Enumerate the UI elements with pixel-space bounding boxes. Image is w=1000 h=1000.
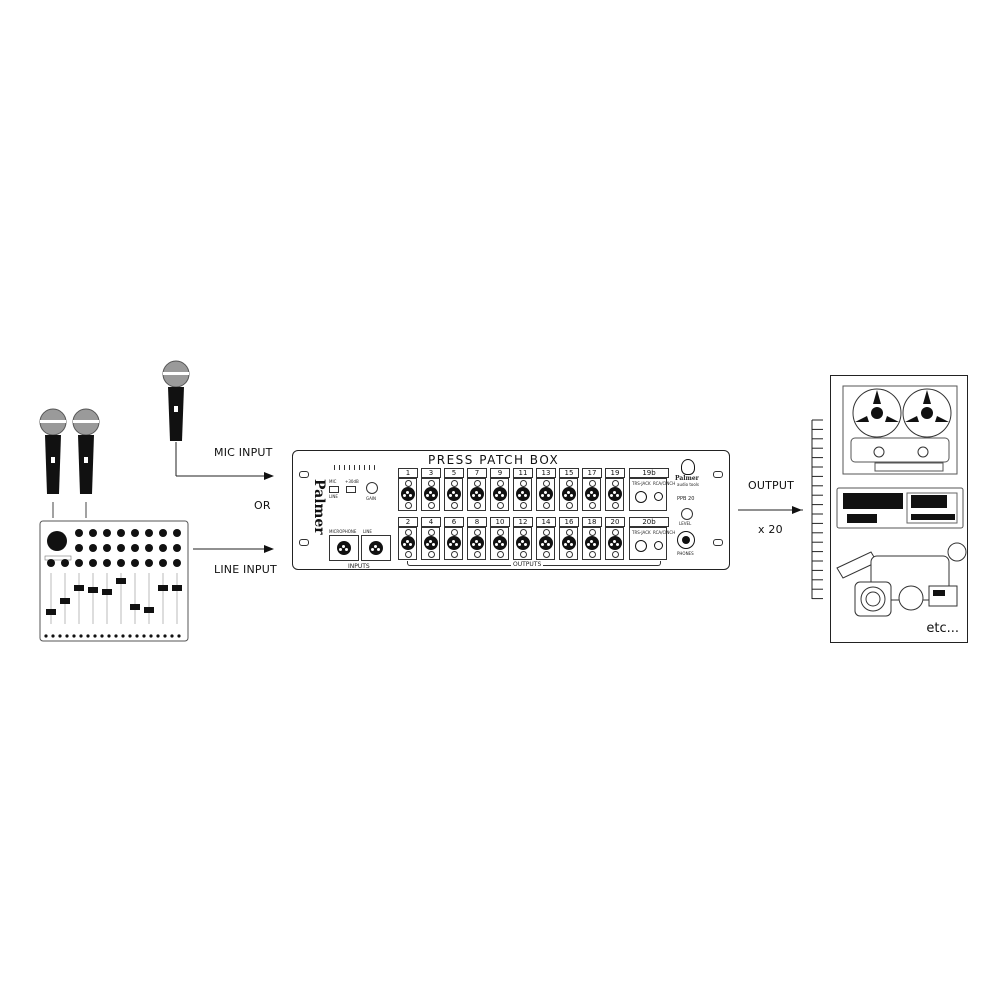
- line-input-connector-label: LINE: [363, 529, 372, 534]
- channel-label: 16: [559, 517, 579, 527]
- xlr-output[interactable]: [559, 527, 578, 560]
- aux-jack-panel: TRS-JACK RCA/CINCH: [629, 527, 675, 560]
- level-meter-leds: [331, 465, 376, 470]
- or-label: OR: [254, 499, 271, 512]
- pad-switch[interactable]: [346, 486, 356, 493]
- xlr-output[interactable]: [467, 527, 486, 560]
- output-label: OUTPUT: [748, 479, 795, 492]
- line-switch-label: LINE: [329, 494, 338, 499]
- etc-label: etc...: [926, 621, 959, 636]
- level-label: LEVEL: [679, 521, 692, 526]
- rca-label: RCA/CINCH: [653, 530, 676, 535]
- xlr-output[interactable]: [513, 478, 532, 511]
- rack-hole-icon: [299, 471, 309, 478]
- rca-jack[interactable]: [654, 492, 663, 501]
- xlr-output[interactable]: [605, 478, 624, 511]
- single-microphone-icon: [162, 360, 190, 476]
- model-label: PPB 20: [677, 496, 695, 502]
- xlr-output[interactable]: [605, 527, 624, 560]
- channel-label: 4: [421, 517, 441, 527]
- channel-label: 18: [582, 517, 602, 527]
- mic-input-label: MIC INPUT: [214, 446, 273, 459]
- trs-jack[interactable]: [635, 491, 647, 503]
- mixer-microphone-icon: [72, 408, 100, 518]
- output-bracket-icon: [811, 419, 823, 600]
- mixer-microphone-icon: [39, 408, 67, 518]
- channel-label: 6: [444, 517, 464, 527]
- channel-label: 1: [398, 468, 418, 478]
- channel-label: 5: [444, 468, 464, 478]
- xlr-output[interactable]: [582, 478, 601, 511]
- rack-hole-icon: [713, 471, 723, 478]
- xlr-output[interactable]: [490, 527, 509, 560]
- xlr-output[interactable]: [467, 478, 486, 511]
- destination-devices: [836, 385, 967, 617]
- channel-label: 19: [605, 468, 625, 478]
- output-multiplier-label: x 20: [758, 523, 783, 536]
- microphone-input-label: MICROPHONE: [329, 529, 357, 534]
- channel-label: 7: [467, 468, 487, 478]
- channel-label: 9: [490, 468, 510, 478]
- channel-label: 3: [421, 468, 441, 478]
- microphone-xlr-input[interactable]: [329, 535, 359, 561]
- brand-sub-label: audio tools: [677, 482, 700, 487]
- channel-label: 12: [513, 517, 533, 527]
- xlr-output[interactable]: [398, 478, 417, 511]
- trs-jack-label: TRS-JACK: [632, 530, 651, 535]
- line-xlr-input[interactable]: [361, 535, 391, 561]
- phones-label: PHONES: [677, 551, 694, 556]
- channel-label: 2: [398, 517, 418, 527]
- rack-recorder-icon: [836, 487, 964, 529]
- xlr-output[interactable]: [421, 478, 440, 511]
- channel-label: 10: [490, 517, 510, 527]
- pad-switch-label: +30dB: [345, 479, 359, 484]
- destinations-box: etc...: [830, 375, 968, 643]
- mic-switch-label: MIC: [329, 479, 337, 484]
- brand-label: Palmer: [675, 475, 699, 482]
- inputs-label: INPUTS: [348, 563, 370, 570]
- mixer-console-icon: [39, 520, 189, 642]
- line-input-label: LINE INPUT: [214, 563, 277, 576]
- rca-label: RCA/CINCH: [653, 481, 676, 486]
- xlr-output[interactable]: [582, 527, 601, 560]
- trs-jack[interactable]: [635, 540, 647, 552]
- xlr-output[interactable]: [398, 527, 417, 560]
- xlr-output[interactable]: [444, 478, 463, 511]
- press-patch-box-device: Palmer PRESS PATCH BOX MIC +30dB LINE GA…: [292, 450, 730, 570]
- channel-label: 11: [513, 468, 533, 478]
- xlr-output[interactable]: [536, 478, 555, 511]
- channel-label: 15: [559, 468, 579, 478]
- phones-jack[interactable]: [677, 531, 695, 549]
- xlr-output[interactable]: [444, 527, 463, 560]
- channel-label: 17: [582, 468, 602, 478]
- channel-label: 20b: [629, 517, 669, 527]
- channel-label: 13: [536, 468, 556, 478]
- video-camera-icon: [836, 542, 967, 617]
- gain-label: GAIN: [366, 496, 377, 501]
- tape-recorder-icon: [842, 385, 958, 475]
- aux-jack-panel: TRS-JACK RCA/CINCH: [629, 478, 675, 511]
- outputs-label: OUTPUTS: [511, 561, 544, 568]
- gain-knob[interactable]: [366, 482, 378, 494]
- xlr-output[interactable]: [536, 527, 555, 560]
- rack-hole-icon: [299, 539, 309, 546]
- palmer-logo-icon: [681, 459, 695, 475]
- mic-line-switch[interactable]: [329, 486, 339, 493]
- rca-jack[interactable]: [654, 541, 663, 550]
- level-knob[interactable]: [681, 508, 693, 520]
- xlr-output[interactable]: [421, 527, 440, 560]
- trs-jack-label: TRS-JACK: [632, 481, 651, 486]
- brand-logo-vertical: Palmer: [311, 479, 327, 535]
- channel-label: 19b: [629, 468, 669, 478]
- xlr-output[interactable]: [513, 527, 532, 560]
- xlr-output[interactable]: [559, 478, 578, 511]
- channel-label: 20: [605, 517, 625, 527]
- rack-hole-icon: [713, 539, 723, 546]
- channel-label: 14: [536, 517, 556, 527]
- xlr-output[interactable]: [490, 478, 509, 511]
- channel-label: 8: [467, 517, 487, 527]
- device-title: PRESS PATCH BOX: [428, 453, 560, 467]
